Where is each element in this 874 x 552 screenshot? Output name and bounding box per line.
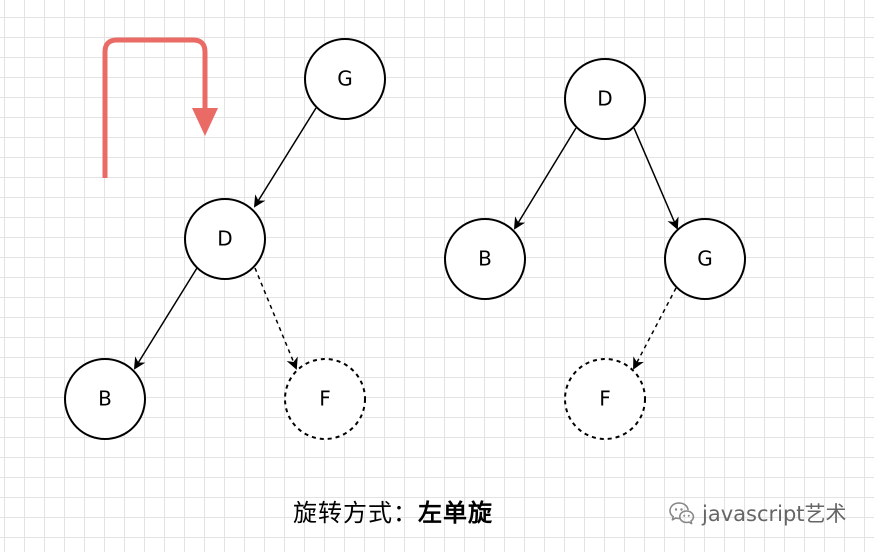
edge-d-to-b (133, 267, 198, 370)
node-d: D (564, 58, 646, 140)
node-f: F (284, 358, 366, 440)
caption-prefix: 旋转方式： (293, 499, 418, 527)
tree-before-rotation: G D B F (64, 38, 386, 440)
rotation-arrow-shaft (102, 37, 208, 178)
node-d: D (184, 198, 266, 280)
node-label: D (597, 87, 612, 111)
watermark: javascript艺术 (668, 500, 847, 526)
wechat-official-account-icon (669, 502, 695, 525)
edge-d-to-f (254, 267, 298, 370)
node-g: G (664, 218, 746, 300)
tree-after-rotation: D B G F (444, 58, 746, 440)
caption-method: 左单旋 (418, 499, 493, 527)
rotation-caption: 旋转方式：左单旋 (293, 493, 493, 528)
node-label: G (697, 247, 713, 271)
rotation-arrow-head (192, 108, 218, 136)
node-label: B (98, 387, 112, 411)
node-label: G (337, 67, 353, 91)
node-b: B (444, 218, 526, 300)
edge-d-to-g (633, 127, 679, 230)
watermark-text: javascript艺术 (702, 502, 847, 526)
node-label: F (319, 387, 331, 411)
node-label: D (217, 227, 232, 251)
edge-g-to-d (253, 107, 317, 208)
node-f: F (564, 358, 646, 440)
edge-d-to-b (513, 127, 577, 230)
node-label: B (478, 247, 492, 271)
rotation-direction-arrow (102, 37, 218, 178)
node-g: G (304, 38, 386, 120)
node-b: B (64, 358, 146, 440)
node-label: F (599, 387, 611, 411)
edge-g-to-f (633, 287, 677, 370)
